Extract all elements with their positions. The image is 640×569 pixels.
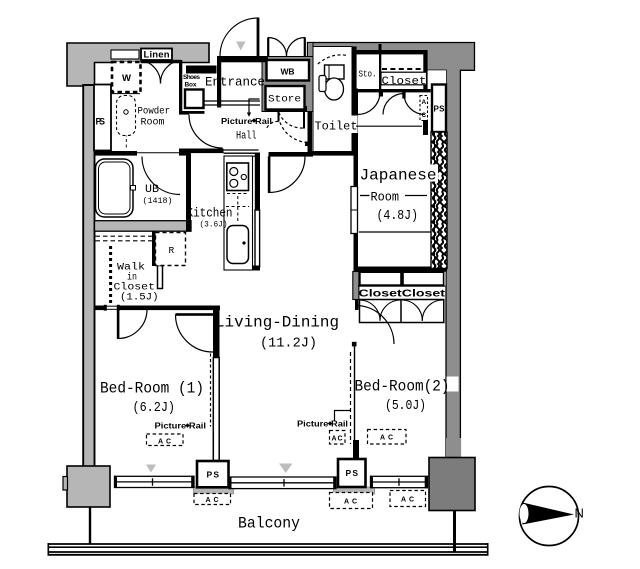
svg-text:Walk: Walk xyxy=(117,262,145,274)
svg-text:(1.5J): (1.5J) xyxy=(120,292,159,304)
svg-text:PS: PS xyxy=(96,117,106,127)
svg-text:(6.2J): (6.2J) xyxy=(133,401,176,416)
svg-text:Bed-Room(2): Bed-Room(2) xyxy=(355,378,450,396)
svg-text:Sto.: Sto. xyxy=(359,69,377,80)
svg-text:Entrance: Entrance xyxy=(205,75,265,90)
svg-text:Powder: Powder xyxy=(138,106,171,118)
svg-text:(3.6J): (3.6J) xyxy=(200,220,228,230)
svg-text:PS: PS xyxy=(207,470,220,480)
svg-text:Closet: Closet xyxy=(114,282,156,294)
svg-text:N: N xyxy=(575,506,584,521)
svg-text:Closet: Closet xyxy=(382,76,427,88)
svg-text:A: A xyxy=(422,99,427,106)
svg-text:Linen: Linen xyxy=(144,50,170,61)
svg-text:AC: AC xyxy=(332,436,343,443)
svg-text:Japanese: Japanese xyxy=(360,167,437,185)
svg-text:Living-Dining: Living-Dining xyxy=(215,314,339,332)
svg-text:in: in xyxy=(127,272,137,284)
svg-text:Hall: Hall xyxy=(236,131,257,143)
svg-text:(1418): (1418) xyxy=(143,196,173,206)
svg-text:(4.8J): (4.8J) xyxy=(377,209,419,224)
svg-text:W: W xyxy=(122,73,131,84)
svg-text:(11.2J): (11.2J) xyxy=(260,337,317,352)
svg-text:C: C xyxy=(422,112,427,119)
svg-text:(5.0J): (5.0J) xyxy=(385,399,426,414)
svg-text:ClosetCloset: ClosetCloset xyxy=(359,288,446,300)
svg-text:Room: Room xyxy=(141,117,165,129)
svg-text:Picture Rail: Picture Rail xyxy=(221,117,272,126)
svg-text:Toilet: Toilet xyxy=(315,120,358,134)
svg-text:UB: UB xyxy=(145,184,159,196)
svg-text:Bed-Room (1): Bed-Room (1) xyxy=(100,380,204,398)
svg-text:PS: PS xyxy=(434,105,446,114)
svg-text:WB: WB xyxy=(281,67,295,77)
svg-text:Store: Store xyxy=(268,94,301,106)
svg-text:Room: Room xyxy=(371,191,400,205)
svg-text:PS: PS xyxy=(346,468,359,478)
svg-text:Picture Rail: Picture Rail xyxy=(155,422,207,431)
svg-text:Shoes: Shoes xyxy=(183,74,200,81)
svg-text:Box: Box xyxy=(185,82,197,89)
svg-text:Kitchen: Kitchen xyxy=(187,206,233,221)
svg-text:Balcony: Balcony xyxy=(238,515,300,533)
svg-text:R: R xyxy=(169,245,175,256)
svg-text:Picture Rail: Picture Rail xyxy=(297,420,348,429)
